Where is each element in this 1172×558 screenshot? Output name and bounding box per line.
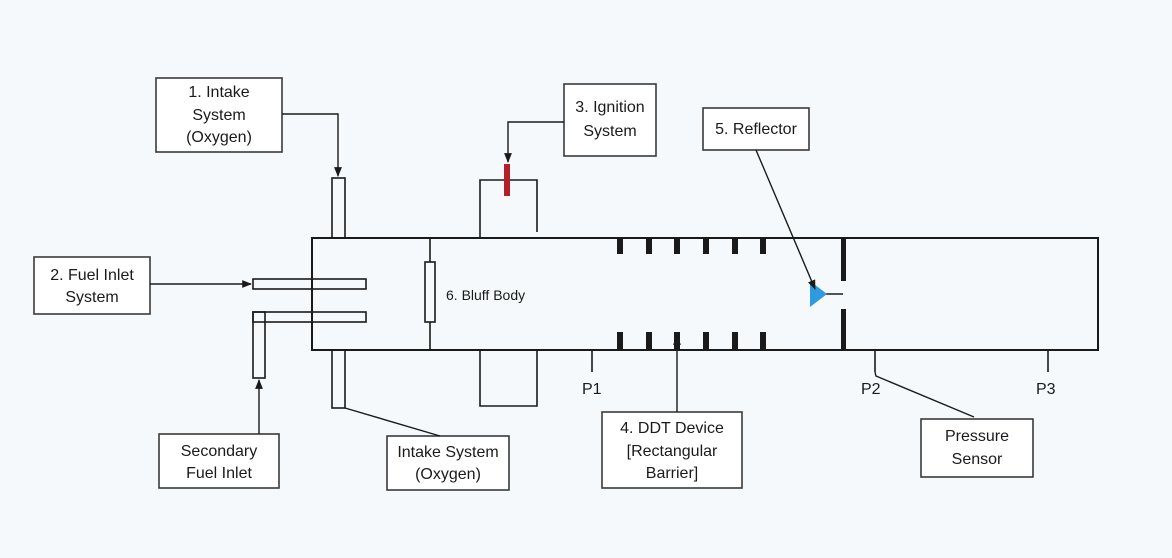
label-intake-top: 1. Intake System (Oxygen) — [156, 78, 282, 152]
lower-chamber — [480, 350, 537, 406]
intake-pipe-top — [332, 178, 345, 238]
label-ignition: 3. Ignition System — [564, 84, 656, 156]
svg-text:System: System — [192, 107, 245, 124]
ddt-barrier-top — [732, 238, 738, 254]
svg-text:Fuel Inlet: Fuel Inlet — [186, 465, 252, 482]
svg-text:1. Intake: 1. Intake — [188, 84, 249, 101]
spark-plug — [504, 164, 510, 196]
bluff-body-label: 6. Bluff Body — [446, 287, 525, 303]
svg-text:3. Ignition: 3. Ignition — [575, 99, 644, 116]
ddt-barrier-top — [703, 238, 709, 254]
label-pressure-sensor: Pressure Sensor — [921, 419, 1033, 477]
ddt-barrier-bottom — [646, 332, 652, 350]
svg-text:[Rectangular: [Rectangular — [627, 443, 718, 460]
p3-label: P3 — [1036, 381, 1056, 398]
svg-text:(Oxygen): (Oxygen) — [186, 129, 252, 146]
label-reflector: 5. Reflector — [703, 108, 809, 150]
svg-text:System: System — [65, 289, 118, 306]
svg-text:Barrier]: Barrier] — [646, 465, 698, 482]
label-fuel-inlet: 2. Fuel Inlet System — [34, 257, 150, 314]
secondary-fuel-tube-horizontal — [253, 312, 366, 322]
leader-intake-bottom — [345, 408, 440, 436]
label-secondary-fuel: Secondary Fuel Inlet — [159, 434, 279, 488]
intake-pipe-bottom — [332, 350, 345, 408]
leader-intake-top — [282, 114, 338, 176]
svg-text:Pressure: Pressure — [945, 428, 1009, 445]
svg-text:(Oxygen): (Oxygen) — [415, 466, 481, 483]
svg-text:Intake System: Intake System — [397, 444, 498, 461]
svg-text:2. Fuel Inlet: 2. Fuel Inlet — [50, 267, 134, 284]
p2-label: P2 — [861, 381, 881, 398]
ddt-barrier-top — [760, 238, 766, 254]
ddt-barrier-bottom — [732, 332, 738, 350]
svg-text:5. Reflector: 5. Reflector — [715, 121, 797, 138]
ddt-barrier-bottom — [760, 332, 766, 350]
reflector-plate-top — [841, 238, 846, 281]
label-intake-bottom: Intake System (Oxygen) — [387, 436, 509, 490]
ddt-barriers — [617, 238, 766, 350]
ddt-barrier-top — [617, 238, 623, 254]
leader-ignition — [508, 122, 564, 162]
svg-text:System: System — [583, 123, 636, 140]
reflector-plate-bottom — [841, 309, 846, 350]
label-ddt: 4. DDT Device [Rectangular Barrier] — [602, 412, 742, 488]
fuel-injector-tube — [253, 279, 366, 289]
ddt-barrier-top — [674, 238, 680, 254]
svg-text:Secondary: Secondary — [181, 443, 258, 460]
p1-label: P1 — [582, 381, 602, 398]
leader-reflector — [756, 150, 815, 289]
svg-text:Sensor: Sensor — [952, 451, 1003, 468]
ddt-barrier-top — [646, 238, 652, 254]
svg-text:4. DDT Device: 4. DDT Device — [620, 420, 724, 437]
ddt-barrier-bottom — [703, 332, 709, 350]
ddt-barrier-bottom — [617, 332, 623, 350]
bluff-body — [425, 262, 435, 322]
leader-pressure-sensor — [875, 372, 974, 417]
